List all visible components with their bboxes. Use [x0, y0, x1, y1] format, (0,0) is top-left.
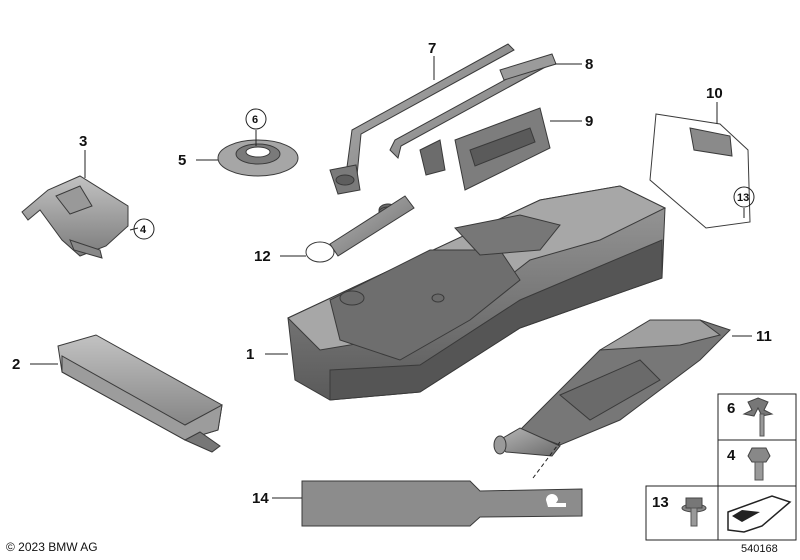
scissor-jack-part — [493, 319, 731, 457]
callout-12: 12 — [254, 248, 271, 265]
flange-bolt-icon — [681, 497, 707, 527]
towing-handle-part — [389, 53, 557, 176]
leader-lines — [30, 56, 752, 499]
callout-8: 8 — [585, 56, 593, 73]
foam-tray-part — [287, 185, 667, 401]
bracket-part — [21, 175, 129, 259]
fastener-arrow-icon — [727, 495, 792, 533]
callout-13-circle — [733, 186, 755, 208]
wing-screw-icon — [742, 397, 774, 437]
holder-plate-part — [454, 107, 551, 191]
callout-6: 6 — [252, 114, 258, 126]
label-strip-part — [301, 480, 583, 527]
callout-4: 4 — [140, 224, 147, 236]
strap-part — [649, 113, 751, 229]
callout-4-circle — [133, 218, 155, 240]
pouch-cover-part — [57, 334, 223, 453]
copyright-notice: © 2023 BMW AG — [6, 540, 98, 554]
callout-6-circle — [245, 108, 267, 130]
callout-1: 1 — [246, 346, 254, 363]
callout-10: 10 — [706, 85, 723, 102]
callout-13: 13 — [737, 192, 749, 204]
document-number: 540168 — [741, 543, 778, 555]
legend-6: 6 — [727, 400, 735, 417]
wheel-wrench-part — [329, 43, 515, 195]
retaining-ring-part — [217, 139, 299, 177]
callout-2: 2 — [12, 356, 20, 373]
callout-9: 9 — [585, 113, 593, 130]
hex-bolt-icon — [747, 447, 771, 481]
legend-4: 4 — [727, 447, 736, 464]
hardware-legend — [645, 393, 797, 541]
callout-3: 3 — [79, 133, 87, 150]
towing-eye-part — [305, 195, 415, 263]
callout-14: 14 — [252, 490, 269, 507]
callout-5: 5 — [178, 152, 186, 169]
callout-7: 7 — [428, 40, 436, 57]
callout-11: 11 — [756, 328, 772, 345]
legend-13: 13 — [652, 494, 669, 511]
